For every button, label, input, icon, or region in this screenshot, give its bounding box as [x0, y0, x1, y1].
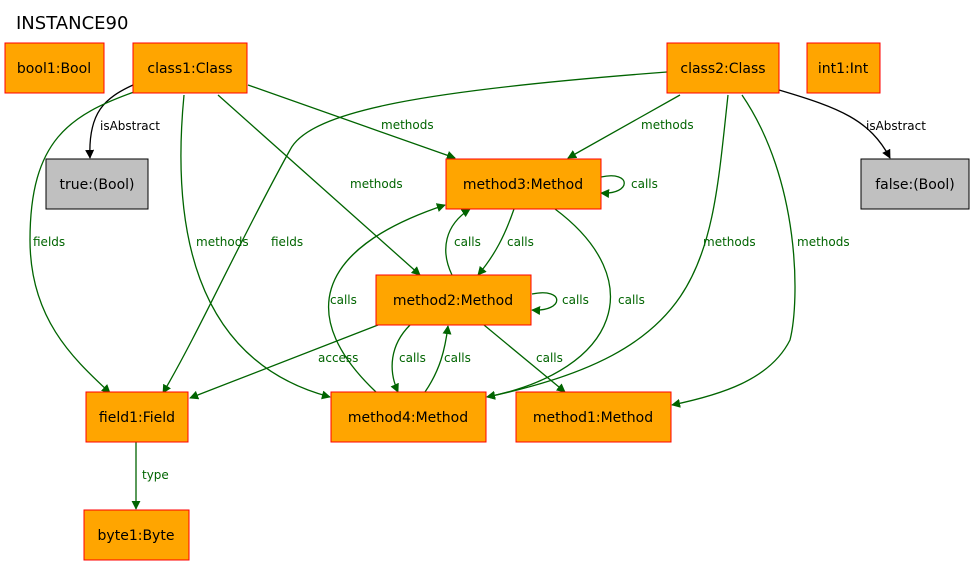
edge-label-field1-type: type — [142, 468, 169, 482]
edge-label-class1-methods-m3: methods — [381, 118, 434, 132]
edge-m3-calls-m2 — [477, 208, 515, 276]
edge-m3-self — [600, 175, 625, 199]
node-method1-label: method1:Method — [533, 410, 653, 426]
node-true[interactable]: true:(Bool) — [45, 158, 149, 210]
edge-label-class1-fields: fields — [33, 235, 65, 249]
node-class2-label: class2:Class — [680, 61, 765, 77]
edge-label-m4-m2: calls — [444, 351, 471, 365]
edge-label-class2-methods-m4: methods — [703, 235, 756, 249]
edge-m2-calls-m4 — [390, 324, 411, 393]
node-bool1-label: bool1:Bool — [17, 61, 91, 77]
node-method2-label: method2:Method — [393, 293, 513, 309]
edge-class1-fields — [29, 91, 135, 394]
edge-label-class1-methods-m4: methods — [196, 235, 249, 249]
node-method4[interactable]: method4:Method — [330, 391, 487, 443]
edge-label-m3-m2: calls — [507, 235, 534, 249]
edge-m2-access-field1 — [189, 324, 379, 400]
edge-label-m2-m1: calls — [536, 351, 563, 365]
node-int1[interactable]: int1:Int — [806, 42, 881, 94]
edge-class1-methods-m2 — [217, 94, 421, 276]
edge-label-m3-self: calls — [631, 177, 658, 191]
edge-label-m2-m3: calls — [454, 235, 481, 249]
edge-labels: isAbstract isAbstract methods methods fi… — [33, 118, 926, 482]
node-false[interactable]: false:(Bool) — [860, 158, 970, 210]
edge-class2-fields — [162, 71, 668, 394]
edge-class1-methods-m3 — [247, 84, 456, 160]
node-byte1[interactable]: byte1:Byte — [83, 509, 190, 561]
edge-class2-methods-m4 — [486, 94, 729, 400]
edge-label-m2-access: access — [318, 351, 358, 365]
edge-m4-calls-m3 — [327, 203, 446, 393]
edge-m3-calls-m4 — [486, 208, 611, 400]
node-method2[interactable]: method2:Method — [375, 274, 532, 326]
edge-label-m3-m4: calls — [618, 293, 645, 307]
edge-class2-isabstract — [778, 89, 891, 159]
edge-label-class2-fields: fields — [271, 235, 303, 249]
edge-label-m4-m3: calls — [330, 293, 357, 307]
edge-m2-calls-m3 — [445, 208, 471, 276]
node-int1-label: int1:Int — [818, 61, 869, 77]
node-method3[interactable]: method3:Method — [445, 158, 602, 210]
node-method1[interactable]: method1:Method — [515, 391, 672, 443]
edge-label-class1-methods-m2: methods — [350, 177, 403, 191]
node-byte1-label: byte1:Byte — [98, 528, 175, 544]
node-field1-label: field1:Field — [99, 410, 175, 426]
edge-label-class2-methods-m3: methods — [641, 118, 694, 132]
edge-class1-isabstract — [85, 84, 134, 159]
node-false-label: false:(Bool) — [875, 177, 955, 193]
edge-m2-calls-m1 — [483, 324, 566, 393]
edge-label-m2-self: calls — [562, 293, 589, 307]
node-method4-label: method4:Method — [348, 410, 468, 426]
edge-class2-methods-m3 — [567, 94, 681, 159]
node-bool1[interactable]: bool1:Bool — [4, 42, 105, 94]
edge-m2-self — [531, 292, 558, 315]
edge-label-class2-isabstract: isAbstract — [866, 119, 926, 133]
node-field1[interactable]: field1:Field — [85, 391, 189, 443]
node-class2[interactable]: class2:Class — [666, 42, 780, 94]
node-class1-label: class1:Class — [147, 61, 232, 77]
node-class1[interactable]: class1:Class — [132, 42, 248, 94]
node-method3-label: method3:Method — [463, 177, 583, 193]
edge-class1-methods-m4 — [180, 94, 331, 400]
edge-m4-calls-m2 — [424, 325, 452, 393]
edges — [29, 71, 891, 510]
edge-label-m2-m4: calls — [399, 351, 426, 365]
edge-label-class2-methods-m1: methods — [797, 235, 850, 249]
nodes: bool1:Bool class1:Class class2:Class int… — [4, 42, 970, 561]
edge-class2-methods-m1 — [671, 94, 796, 408]
node-true-label: true:(Bool) — [60, 177, 135, 193]
edge-label-class1-isabstract: isAbstract — [100, 119, 160, 133]
diagram-title: INSTANCE90 — [16, 13, 128, 34]
